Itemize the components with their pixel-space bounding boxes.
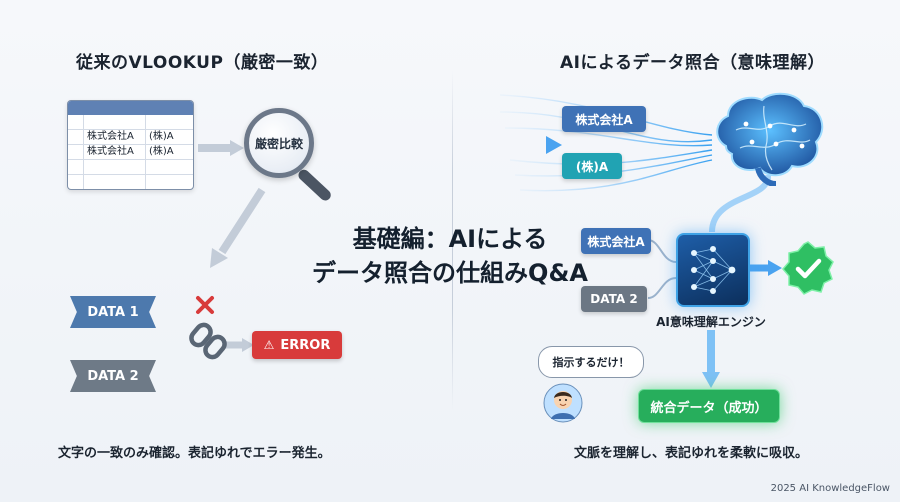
- table-row: 株式会社A(株)A: [68, 130, 193, 145]
- center-title-line1: 基礎編：AIによる: [352, 225, 548, 253]
- center-title: 基礎編：AIによる データ照合の仕組みQ&A: [300, 222, 600, 290]
- magnifier-icon: 厳密比較: [244, 108, 314, 178]
- magnifier-label: 厳密比較: [254, 136, 303, 151]
- error-badge: ⚠ ERROR: [252, 331, 342, 359]
- table-row: 株式会社A(株)A: [68, 145, 193, 160]
- spreadsheet-table: 株式会社A(株)A 株式会社A(株)A: [67, 100, 194, 190]
- error-label: ERROR: [280, 337, 331, 353]
- right-caption: 文脈を理解し、表記ゆれを柔軟に吸収。: [574, 446, 809, 461]
- input-pill-2: (株)A: [562, 153, 622, 179]
- input-pill-1: 株式会社A: [562, 106, 646, 132]
- broken-link-icon: [189, 296, 227, 360]
- footer-credit: 2025 AI KnowledgeFlow: [770, 483, 890, 494]
- check-badge-icon: [782, 241, 834, 295]
- brain-icon: [716, 92, 824, 186]
- table-row: [68, 115, 193, 130]
- left-heading: 従来のVLOOKUP（厳密一致）: [76, 53, 329, 73]
- warning-icon: ⚠: [263, 338, 275, 352]
- user-avatar-icon: [543, 383, 583, 423]
- data1-tag: DATA 1: [70, 296, 156, 328]
- left-caption: 文字の一致のみ確認。表記ゆれでエラー発生。: [58, 446, 331, 461]
- right-heading: AIによるデータ照合（意味理解）: [560, 53, 825, 73]
- table-row: [68, 175, 193, 189]
- input-pill-4: DATA 2: [581, 286, 647, 312]
- center-title-line2: データ照合の仕組みQ&A: [312, 259, 588, 287]
- neural-network-icon: [676, 233, 750, 307]
- section-divider: [452, 70, 453, 410]
- input-pill-3: 株式会社A: [581, 228, 651, 254]
- spreadsheet-header: [68, 101, 193, 115]
- data2-tag: DATA 2: [70, 360, 156, 392]
- engine-label: AI意味理解エンジン: [656, 315, 766, 329]
- instruction-bubble: 指示するだけ！: [538, 346, 644, 378]
- success-badge: 統合データ（成功）: [638, 389, 780, 423]
- neural-network-graphic: [691, 246, 736, 294]
- table-row: [68, 160, 193, 175]
